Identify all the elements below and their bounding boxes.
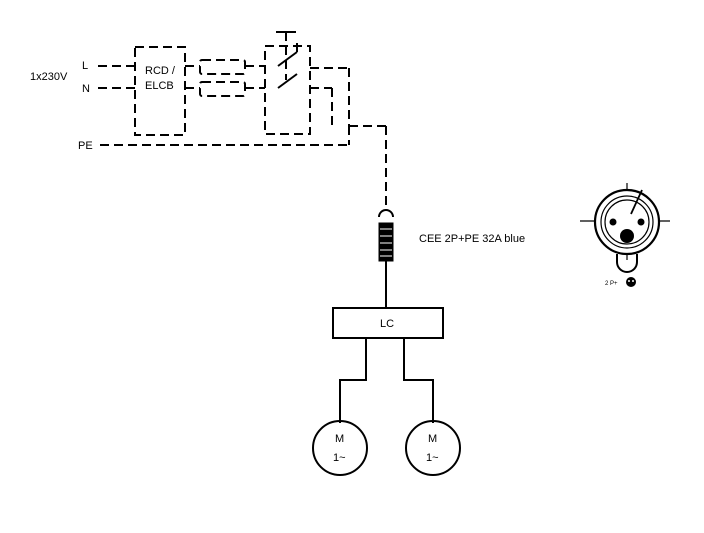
connector-label: CEE 2P+PE 32A blue [419, 233, 525, 245]
line-label: L [82, 60, 88, 72]
earth-socket-icon [626, 277, 636, 287]
rcd-breaker: RCD / ELCB [134, 46, 186, 136]
supply-voltage-label: 1x230V [30, 71, 68, 83]
motor-1-type: M [335, 433, 344, 445]
earth-label: PE [78, 140, 93, 152]
neutral-label: N [82, 83, 90, 95]
motor-2-type: M [428, 433, 437, 445]
socket-caption: 2 P+ [605, 281, 618, 287]
incoming-wires [98, 65, 135, 89]
motor-2: M 1~ [405, 420, 461, 476]
rcd-label-line1: RCD / [145, 65, 176, 77]
controller-label: LC [380, 318, 394, 330]
rcd-label-line2: ELCB [145, 80, 174, 92]
outgoing-wires [100, 67, 387, 205]
connection-links [185, 59, 265, 97]
cee-plug: CEE 2P+PE 32A blue [378, 209, 525, 308]
cee-socket-icon: 2 P+ [580, 183, 670, 287]
motor-feeds [339, 338, 434, 423]
motor-1: M 1~ [312, 420, 368, 476]
lc-controller: LC [332, 307, 444, 339]
main-switch [264, 31, 311, 135]
motor-1-phase: 1~ [333, 452, 346, 464]
motor-2-phase: 1~ [426, 452, 439, 464]
